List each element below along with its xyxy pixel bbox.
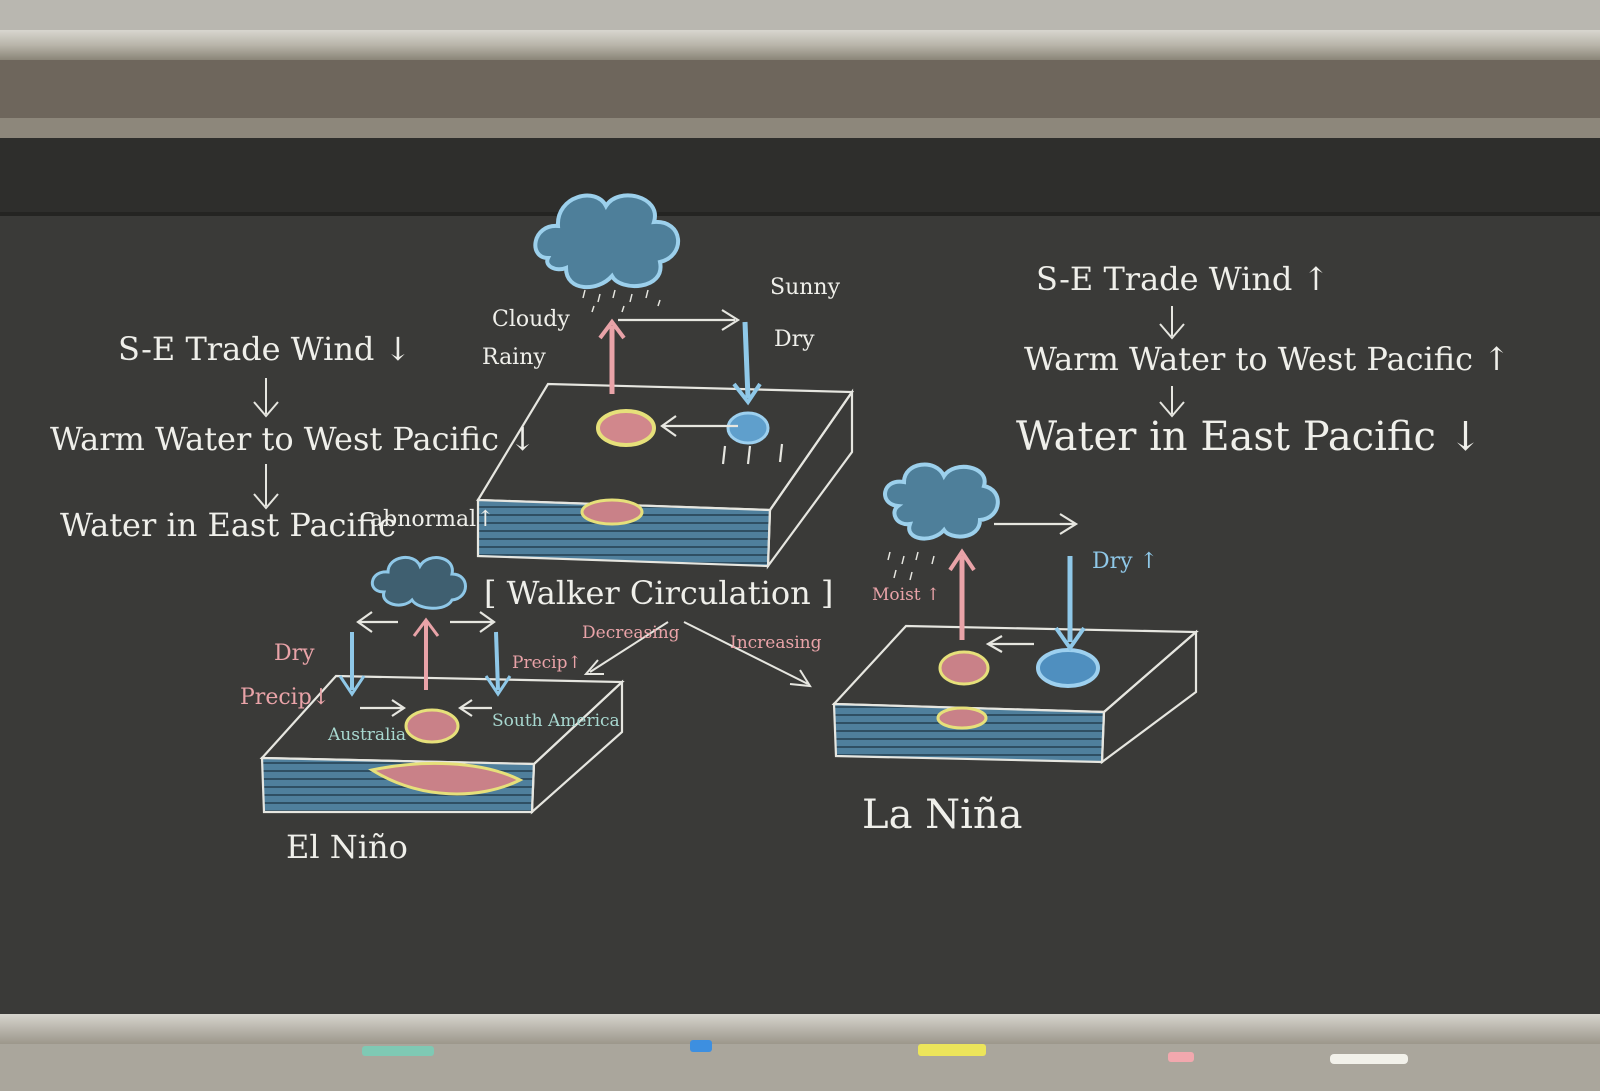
left-note-line3: Water in East Pacific (60, 506, 396, 544)
chalk-tray (0, 1014, 1600, 1044)
la-nina-dry: Dry ↑ (1092, 549, 1158, 574)
cloud-icon-la-nina (883, 462, 1000, 541)
rain-drops (582, 289, 661, 313)
left-note-line1: S-E Trade Wind ↓ (118, 330, 411, 368)
walker-branch-arrows (253, 306, 1185, 688)
la-nina-title: La Niña (862, 792, 1023, 838)
cloud-icon-el-nino (371, 556, 467, 610)
el-nino-precip-up: Precip↑ (512, 653, 582, 673)
cloud-icon (533, 193, 680, 290)
left-note-abnormal: abnormal↑ (370, 507, 495, 532)
pink-chalk (1168, 1052, 1194, 1062)
el-nino-south-america: South America (492, 711, 620, 731)
teal-chalk (362, 1046, 434, 1056)
rain-drops-la-nina (887, 551, 935, 581)
upper-board (0, 138, 1600, 216)
walker-title: [ Walker Circulation ] (484, 574, 833, 612)
top-rail (0, 30, 1600, 60)
left-note-line2: Warm Water to West Pacific ↓ (50, 420, 536, 458)
white-chalk (1330, 1054, 1408, 1064)
el-nino-dry: Dry (274, 641, 315, 666)
right-note-line2: Warm Water to West Pacific ↑ (1024, 340, 1510, 378)
upper-board-edge (0, 118, 1600, 138)
yellow-chalk (918, 1044, 986, 1056)
el-nino-title: El Niño (286, 828, 408, 866)
la-nina-diagram (831, 513, 1199, 765)
label-cloudy: Cloudy (492, 307, 570, 332)
label-rainy: Rainy (482, 345, 546, 370)
label-dry: Dry (774, 327, 815, 352)
label-decreasing: Decreasing (582, 623, 680, 643)
el-nino-australia: Australia (327, 725, 406, 745)
label-increasing: Increasing (730, 633, 822, 653)
right-note-line3: Water in East Pacific ↓ (1016, 414, 1482, 460)
main-board (0, 216, 1600, 1016)
label-sunny: Sunny (770, 275, 841, 300)
el-nino-precip-down: Precip↓ (240, 685, 330, 710)
blue-chalk (690, 1040, 712, 1052)
el-nino-diagram (259, 611, 625, 815)
right-note-line1: S-E Trade Wind ↑ (1036, 260, 1329, 298)
la-nina-moist: Moist ↑ (872, 585, 940, 605)
walker-diagram (476, 309, 855, 570)
